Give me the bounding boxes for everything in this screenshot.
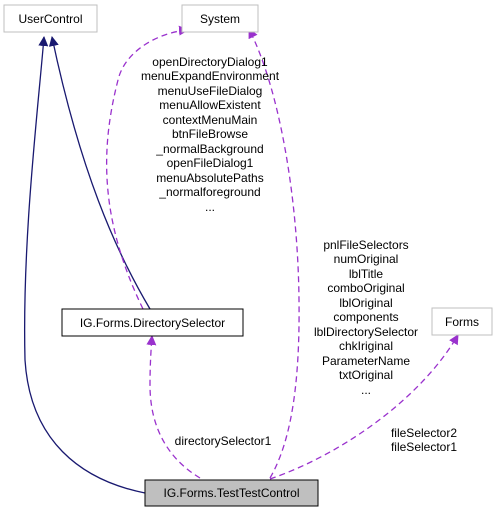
node-system-label: System xyxy=(200,12,240,26)
edge-label-line: chkIriginal xyxy=(339,339,393,353)
node-forms-label: Forms xyxy=(445,315,479,329)
edge-label-system-to-test-control: pnlFileSelectors numOriginal lblTitle co… xyxy=(314,238,418,397)
edge-label-line: numOriginal xyxy=(334,252,399,266)
node-directory-selector-label: IG.Forms.DirectorySelector xyxy=(80,316,225,330)
edge-label-line: fileSelector1 xyxy=(391,440,457,454)
edge-label-line: menuUseFileDialog xyxy=(158,84,263,98)
node-user-control-label: UserControl xyxy=(18,12,82,26)
node-forms[interactable]: Forms xyxy=(431,307,493,336)
edge-label-line: _normalBackground xyxy=(155,142,263,156)
edge-label-line: ... xyxy=(205,200,215,214)
usage-edge-test-control-to-forms xyxy=(269,334,459,480)
edge-label-line: fileSelector2 xyxy=(391,426,457,440)
edge-label-line: ParameterName xyxy=(322,354,410,368)
usage-edge-test-control-to-system xyxy=(248,28,300,479)
node-test-control[interactable]: IG.Forms.TestTestControl xyxy=(144,479,319,507)
edge-label-line: btnFileBrowse xyxy=(172,127,248,141)
edge-label-line: openFileDialog1 xyxy=(167,156,254,170)
edge-label-system-to-directory-selector: openDirectoryDialog1 menuExpandEnvironme… xyxy=(141,55,280,214)
edge-label-line: txtOriginal xyxy=(339,368,393,382)
inheritance-edge-test-control-to-user-control xyxy=(24,36,146,494)
edge-label-line: pnlFileSelectors xyxy=(323,238,408,252)
edge-label-line: directorySelector1 xyxy=(175,434,272,448)
edge-label-line: menuAllowExistent xyxy=(159,98,261,112)
node-system[interactable]: System xyxy=(181,4,259,33)
node-directory-selector[interactable]: IG.Forms.DirectorySelector xyxy=(61,308,244,337)
edge-label-line: lblTitle xyxy=(349,267,384,281)
usage-edge-test-control-to-directory-selector xyxy=(146,335,201,479)
edge-label-line: ... xyxy=(361,383,371,397)
edge-label-line: menuAbsolutePaths xyxy=(156,171,263,185)
edge-label-line: menuExpandEnvironment xyxy=(141,69,280,83)
edge-label-line: lblDirectorySelector xyxy=(314,325,418,339)
edge-label-directory-selector-to-test-control: directorySelector1 xyxy=(175,434,272,448)
node-user-control[interactable]: UserControl xyxy=(3,4,98,33)
edge-label-line: openDirectoryDialog1 xyxy=(152,55,268,69)
usage-edge-directory-selector-to-system xyxy=(106,25,189,310)
inheritance-edge-directory-selector-to-user-control xyxy=(48,36,151,310)
edge-label-forms-to-test-control: fileSelector2 fileSelector1 xyxy=(391,426,457,454)
edge-label-line: _normalforeground xyxy=(158,185,260,199)
edge-label-line: comboOriginal xyxy=(327,281,404,295)
edge-label-line: contextMenuMain xyxy=(163,113,258,127)
edge-label-line: components xyxy=(333,310,398,324)
node-test-control-label: IG.Forms.TestTestControl xyxy=(163,486,299,500)
edge-label-line: lblOriginal xyxy=(339,296,392,310)
